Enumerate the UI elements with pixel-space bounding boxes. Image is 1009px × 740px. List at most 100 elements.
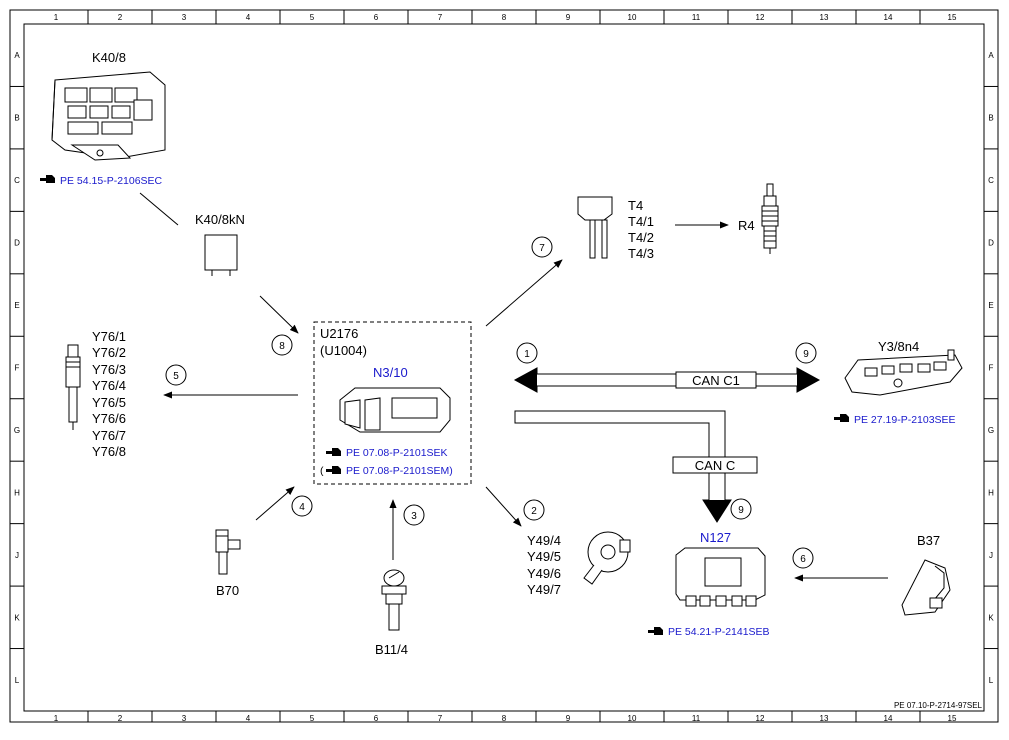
grid-row-label: D (988, 239, 994, 248)
b11-4-label: B11/4 (375, 642, 408, 657)
callout-9-bottom (730, 498, 752, 520)
callout-1-num: 1 (524, 349, 530, 360)
y76-3-label: Y76/3 (92, 362, 126, 377)
grid-row-label: B (14, 114, 19, 123)
n3-10-ref-2-open: ( (320, 465, 324, 477)
callout-9-bottom-num: 9 (738, 505, 744, 516)
reference-pointer-icon (326, 466, 341, 474)
callout-4 (291, 495, 313, 517)
callout-5 (165, 364, 187, 386)
callout-8 (271, 334, 293, 356)
grid-column-label: 14 (884, 714, 893, 723)
n3-10-label[interactable]: N3/10 (373, 365, 408, 380)
t4-label: T4 (628, 198, 643, 213)
transmission-control-icon (844, 349, 963, 396)
grid-row-label: E (988, 301, 993, 310)
u2176-boundary (313, 321, 472, 485)
inner-frame (23, 23, 985, 712)
injector-icon (65, 344, 81, 430)
b70-label: B70 (216, 583, 239, 598)
y76-5-label: Y76/5 (92, 395, 126, 410)
can-c1-label: CAN C1 (692, 373, 740, 388)
grid-column-label: 2 (118, 714, 123, 723)
n3-10-ref-2[interactable]: PE 07.08-P-2101SEM) (346, 465, 453, 477)
y49-4-label: Y49/4 (527, 533, 561, 548)
grid-row-label: C (14, 176, 20, 185)
grid-row-label: D (14, 239, 20, 248)
reference-pointer-icon (326, 448, 341, 456)
callout-9-top-num: 9 (803, 349, 809, 360)
grid-row-label: B (988, 114, 993, 123)
grid-column-label: 15 (948, 714, 957, 723)
document-id: PE 07.10-P-2714-97SEL (894, 701, 983, 710)
n127-ref[interactable]: PE 54.21-P-2141SEB (668, 626, 770, 638)
spark-plug-icon (761, 183, 779, 254)
y76-2-label: Y76/2 (92, 345, 126, 360)
reference-pointer-icon (834, 414, 849, 422)
grid-row-label: J (989, 551, 993, 560)
callout-5-num: 5 (173, 371, 179, 382)
y76-4-label: Y76/4 (92, 378, 126, 393)
grid-column-label: 11 (692, 13, 701, 22)
grid-row-label: H (988, 488, 994, 497)
y76-1-label: Y76/1 (92, 329, 126, 344)
reference-pointer-icon (648, 627, 663, 635)
grid-column-label: 11 (692, 714, 701, 723)
engine-control-unit-icon (339, 387, 451, 433)
callout-3-num: 3 (411, 511, 417, 522)
grid-row-label: H (14, 488, 20, 497)
arrow-b70-to-u2176 (255, 486, 295, 521)
grid-column-label: 1 (54, 714, 59, 723)
grid-row-label: F (989, 364, 994, 373)
arrow-u2176-to-t4 (485, 259, 563, 327)
grid-column-label: 7 (438, 13, 443, 22)
t4-3-label: T4/3 (628, 246, 654, 261)
crankshaft-sensor-icon (215, 529, 241, 575)
grid-column-label: 8 (502, 714, 507, 723)
callout-6-num: 6 (800, 554, 806, 565)
grid-column-label: 6 (374, 13, 379, 22)
callout-6 (792, 547, 814, 569)
arrow-u2176-to-y49 (485, 486, 522, 527)
y49-6-label: Y49/6 (527, 566, 561, 581)
n3-10-ref-1[interactable]: PE 07.08-P-2101SEK (346, 447, 448, 459)
grid-column-label: 12 (756, 13, 765, 22)
grid-column-label: 9 (566, 714, 571, 723)
y76-8-label: Y76/8 (92, 444, 126, 459)
callout-9-top (795, 342, 817, 364)
u2176-label: U2176 (320, 326, 358, 341)
grid-row-label: L (15, 676, 20, 685)
relay-icon (204, 234, 238, 276)
callout-1 (516, 342, 538, 364)
callout-8-num: 8 (279, 341, 285, 352)
grid-column-label: 2 (118, 13, 123, 22)
callout-3 (403, 504, 425, 526)
y49-7-label: Y49/7 (527, 582, 561, 597)
can-c1-label-box (675, 371, 757, 389)
n127-label[interactable]: N127 (700, 530, 731, 545)
callout-7-num: 7 (539, 243, 545, 254)
grid-column-label: 1 (54, 13, 59, 22)
grid-row-label: K (988, 613, 994, 622)
grid-row-label: C (988, 176, 994, 185)
k40-8-label: K40/8 (92, 50, 126, 65)
grid-row-label: L (989, 676, 994, 685)
outer-frame (9, 9, 999, 723)
k40-8-ref[interactable]: PE 54.15-P-2106SEC (60, 175, 163, 187)
accelerator-pedal-sensor-icon (901, 559, 951, 616)
can-c-label: CAN C (695, 458, 735, 473)
can-c-bus (514, 410, 732, 523)
arrow-k40-to-u2176 (259, 295, 299, 334)
u2176-sub-label: (U1004) (320, 343, 367, 358)
grid-row-label: F (15, 364, 20, 373)
y3-8n4-ref[interactable]: PE 27.19-P-2103SEE (854, 414, 956, 426)
y3-8n4-label: Y3/8n4 (878, 339, 919, 354)
y49-5-label: Y49/5 (527, 549, 561, 564)
grid-column-label: 5 (310, 714, 315, 723)
grid-column-label: 15 (948, 13, 957, 22)
grid-row-label: G (988, 426, 994, 435)
grid-column-label: 4 (246, 714, 251, 723)
k40-8kn-label: K40/8kN (195, 212, 245, 227)
camshaft-solenoid-icon (583, 531, 631, 585)
